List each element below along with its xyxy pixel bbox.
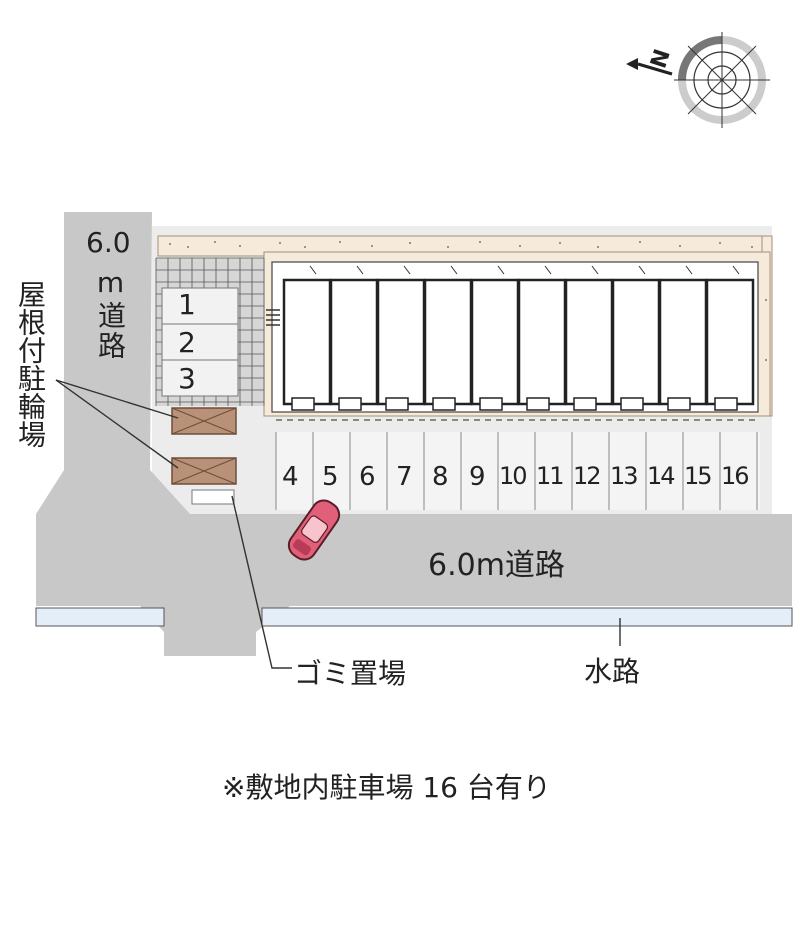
car-space-7: 7	[396, 462, 413, 492]
car-parking-lot	[275, 432, 760, 510]
garbage-area-box	[191, 489, 235, 505]
leader-lines	[55, 379, 621, 669]
compass-icon	[626, 32, 770, 128]
waterway-label: 水路	[584, 655, 641, 688]
waterway-east	[261, 607, 793, 627]
south-road-label: 6.0m道路	[428, 548, 565, 583]
car-space-12: 12	[573, 462, 602, 490]
apartment-building	[266, 261, 759, 413]
car-space-14: 14	[647, 462, 676, 490]
roofed-bike-shelter-1	[171, 407, 237, 435]
waterway	[35, 607, 165, 627]
west-road	[36, 212, 190, 514]
car-space-11: 11	[536, 462, 565, 490]
bike-slots	[161, 287, 239, 397]
car-space-8: 8	[432, 462, 449, 492]
bicycle-parking-label: 屋根付駐輪場	[14, 280, 47, 448]
parking-count-note: ※敷地内駐車場 16 台有り	[222, 771, 551, 804]
roofed-bike-shelter-2	[171, 457, 237, 485]
car-icon	[287, 499, 341, 561]
car-space-13: 13	[610, 462, 639, 490]
car-space-4: 4	[282, 462, 299, 492]
car-space-15: 15	[684, 462, 713, 490]
west-road-unit: m道路	[94, 266, 127, 361]
garbage-area-label: ゴミ置場	[294, 657, 407, 690]
west-road-width: 6.0	[86, 226, 131, 259]
car-space-9: 9	[469, 462, 486, 492]
car-space-10: 10	[499, 462, 528, 490]
car-space-5: 5	[322, 462, 339, 492]
bike-slot-3: 3	[178, 362, 196, 395]
car-space-16: 16	[721, 462, 750, 490]
south-road	[36, 514, 792, 656]
car-space-6: 6	[359, 462, 376, 492]
bike-slot-2: 2	[178, 326, 196, 359]
planting-dots	[169, 241, 767, 361]
bike-slot-1: 1	[178, 288, 196, 321]
